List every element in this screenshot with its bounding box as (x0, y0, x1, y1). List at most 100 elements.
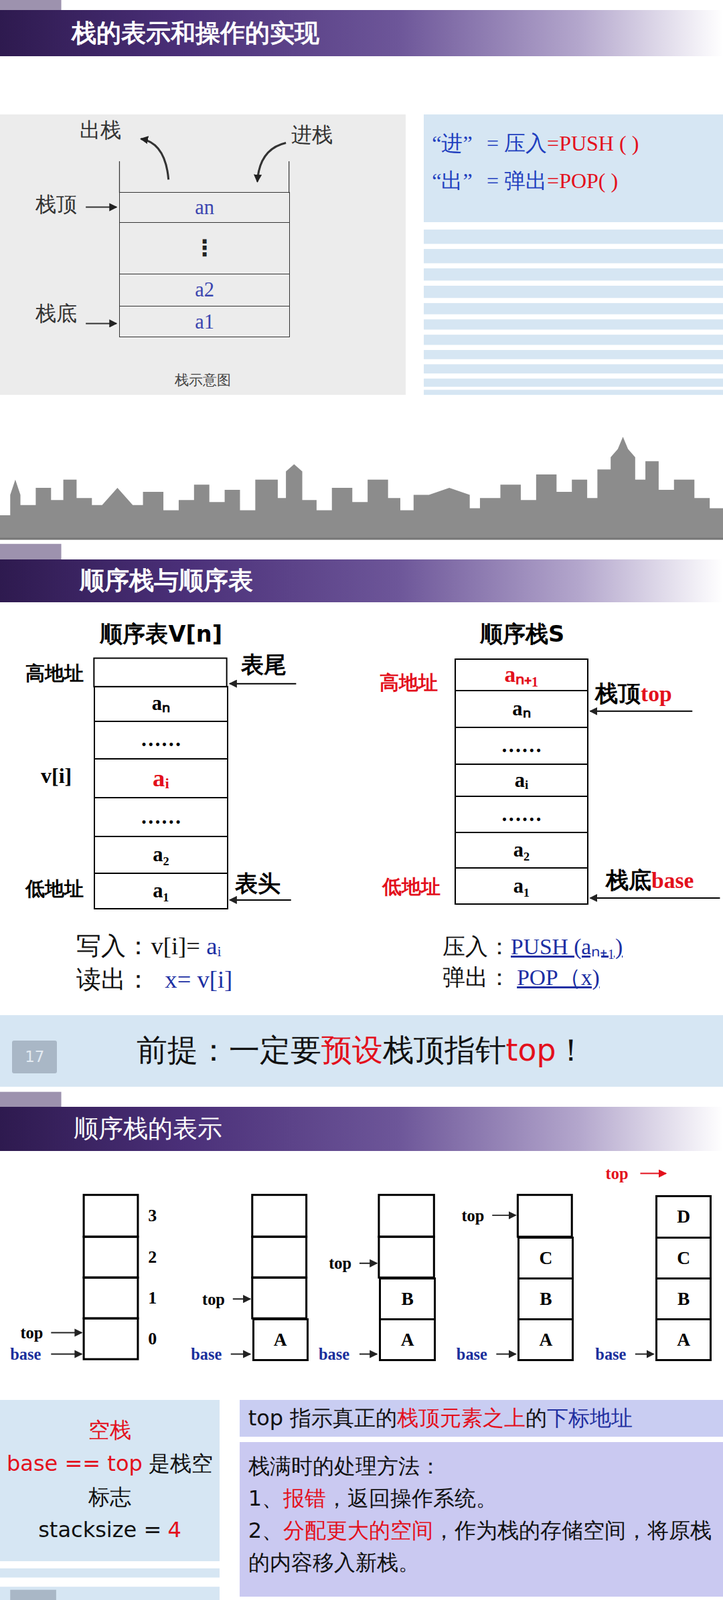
index-number: 2 (147, 1247, 157, 1268)
pointer-label: top (605, 1164, 629, 1184)
text-block: …… (95, 727, 227, 753)
text-block: B (657, 1288, 710, 1311)
note-band: top 指示真正的栈顶元素之上的下标地址 (239, 1400, 723, 1438)
operation-text: 弹出： (442, 964, 511, 992)
text-block: 顺序栈的表示 (73, 1114, 723, 1145)
pointer-label: base (190, 1344, 222, 1365)
text-block: A (519, 1329, 572, 1352)
skyline-ground (0, 538, 723, 541)
node-text: ！ (555, 1032, 587, 1069)
text-block: A (254, 1329, 307, 1352)
node-text: a₂ (513, 838, 530, 862)
pointer-label: top (202, 1290, 225, 1310)
text-block: aᵢ (455, 768, 588, 794)
pointer-label: base (456, 1344, 488, 1365)
section-title-band: 顺序栈的表示 (0, 1107, 723, 1152)
text-block: C (519, 1247, 572, 1270)
operation-text: PUSH (aₙ₊₁) (510, 933, 623, 961)
operation-text: x= v[i] (164, 965, 233, 995)
index-number: 0 (147, 1328, 157, 1350)
stack-cell: a₂ (93, 836, 228, 875)
node-text: …… (500, 734, 542, 758)
pointer-label: base (10, 1344, 41, 1365)
stack-cell: A (655, 1318, 712, 1362)
node-text: 的 (525, 1405, 547, 1432)
text-block: …… (95, 805, 227, 831)
empty-stack-cells (83, 1195, 572, 1361)
text-block: 栈的表示和操作的实现 (71, 18, 723, 49)
node-text: 1、 (248, 1486, 284, 1512)
stack-cell: aᵢ (454, 763, 589, 798)
stack-cell: a2 (119, 273, 290, 308)
node-text: B (400, 1289, 414, 1310)
pointer-label: top (328, 1253, 352, 1274)
pointer-label: 表尾 (241, 652, 287, 679)
section-title-band: 顺序栈与顺序表 (0, 559, 723, 603)
stack-cell: aₙ (454, 690, 589, 729)
text-block: 前提：一定要预设栈顶指针top！ (0, 1032, 723, 1070)
text-block: aₙ (455, 696, 588, 722)
node-text: = 压入 (486, 131, 547, 156)
pointer-label: 表头 (234, 870, 281, 898)
node-text: 预设 (321, 1032, 383, 1069)
text-block: A (380, 1329, 434, 1352)
stack-cell: …… (93, 720, 228, 760)
note-band: 前提：一定要预设栈顶指针top！17 (0, 1015, 723, 1088)
text-block: an (119, 195, 289, 221)
text-block: aₙ (95, 691, 227, 717)
pointer-label: base (595, 1344, 626, 1365)
node-text: top 指示真正的 (248, 1405, 398, 1432)
operation-text: 写入：v[i]= (76, 931, 201, 962)
pointer-label: top (461, 1206, 485, 1226)
node-text: C (676, 1248, 691, 1269)
index-number: 3 (147, 1205, 157, 1227)
node-text: aᵢ (514, 769, 529, 792)
text-block: a2 (119, 277, 289, 303)
pointer-label: base (318, 1344, 350, 1365)
stack-cell: …… (454, 727, 589, 766)
node-text: A (676, 1330, 691, 1351)
pointer-label: 栈顶 (595, 680, 641, 708)
stack-action-label: 出栈 (79, 118, 122, 144)
node-text: a₁ (152, 879, 169, 903)
pointer-label: 栈顶 (35, 192, 77, 218)
text-block: a₂ (455, 838, 588, 863)
stack-cell: D (655, 1195, 712, 1240)
node-text: 前提：一定要 (136, 1032, 322, 1069)
node-text: aₙ (512, 697, 531, 721)
figure-panel: 栈示意图 an ⋮ a2 a1 (0, 114, 406, 395)
node-text: D (676, 1207, 691, 1228)
text-block: A (657, 1329, 710, 1352)
node-text: a₁ (513, 874, 530, 898)
node-text: 顺序栈的表示 (73, 1114, 223, 1144)
text-block: 顺序栈与顺序表 (79, 566, 723, 596)
text-block: 空栈base == top是栈空标志stacksize =4 (6, 1414, 214, 1548)
text-block: …… (455, 733, 588, 759)
node-text: = 弹出 (486, 168, 547, 193)
stack-cell: an (119, 192, 290, 224)
node-text: 分配更大的空间 (283, 1518, 434, 1544)
section-title-band: 栈的表示和操作的实现 (0, 10, 723, 57)
stack-cell: aᵢ (93, 758, 228, 799)
node-text: ，返回操作系统。 (326, 1486, 498, 1512)
text-block: a1 (119, 309, 289, 335)
pointer-arrow (229, 899, 292, 902)
node-text: aᵢ (152, 764, 170, 792)
node-text: a₂ (152, 843, 169, 867)
node-text: 栈示意图 (174, 371, 231, 389)
stack-cell: aₙ₊₁ (454, 658, 589, 692)
node-text: “出” (431, 168, 472, 193)
text-block: “进”= 压入=PUSH ( )“出”= 弹出=POP( ) (431, 124, 717, 200)
text-block: ⋮ (119, 234, 289, 262)
panel-strip (0, 1587, 220, 1600)
stack-cell: a₁ (454, 867, 589, 905)
stack-cell: a1 (119, 305, 290, 338)
pointer-label: 栈底 (35, 301, 77, 327)
node-text: 17 (24, 1048, 45, 1066)
band-ornament (0, 544, 62, 561)
text-block: …… (455, 802, 588, 828)
address-label: 高地址 (25, 662, 84, 686)
info-panel: “进”= 压入=PUSH ( )“出”= 弹出=POP( ) (423, 114, 723, 223)
node-text: B (539, 1289, 552, 1310)
